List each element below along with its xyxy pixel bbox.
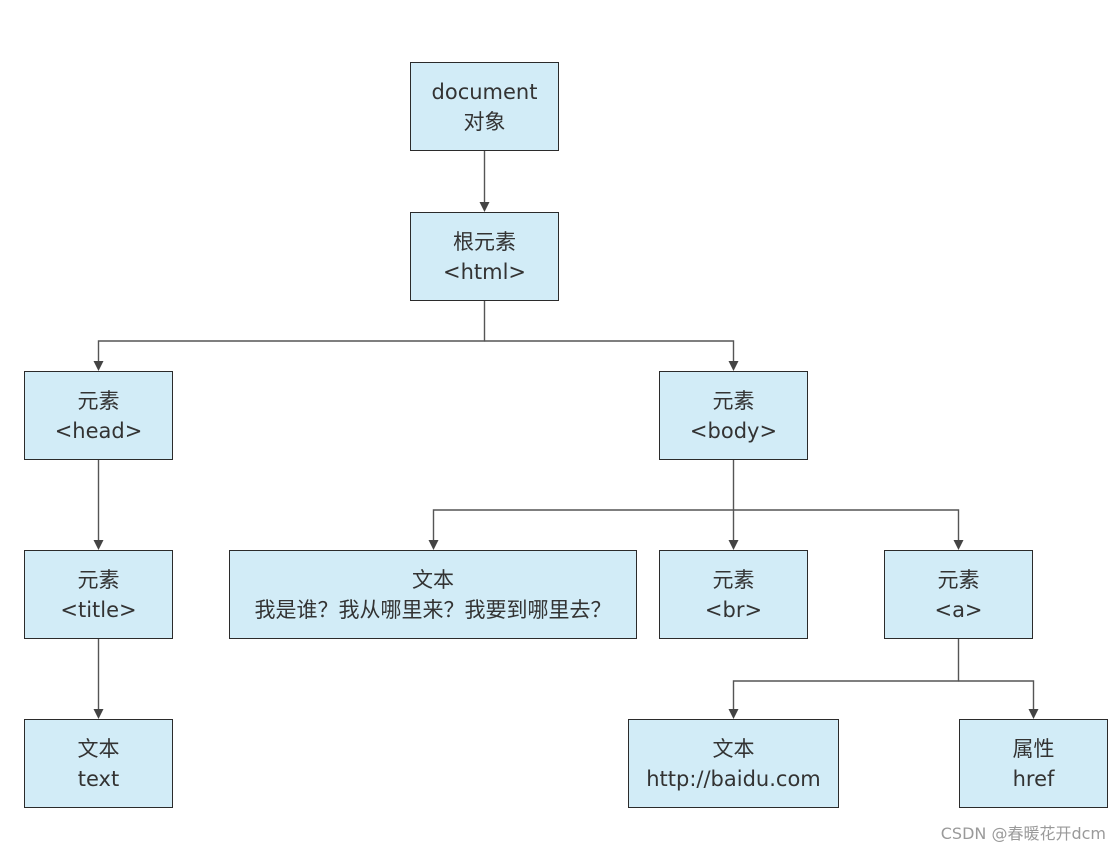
node-html: 根元素 <html> <box>410 212 559 301</box>
node-a-attribute-line2: href <box>1012 766 1055 791</box>
node-document-line1: document <box>431 79 538 104</box>
node-body-text-line2: 我是谁？我从哪里来？我要到哪里去？ <box>254 597 612 622</box>
node-br-line2: <br> <box>704 597 763 622</box>
node-a-attribute: 属性 href <box>959 719 1108 808</box>
node-a-line2: <a> <box>934 597 983 622</box>
node-html-line1: 根元素 <box>453 229 516 254</box>
node-title-line2: <title> <box>60 597 137 622</box>
node-title-text-line2: text <box>77 766 120 791</box>
node-body-text-line1: 文本 <box>412 567 454 592</box>
node-br-line1: 元素 <box>712 567 755 592</box>
node-a-text-line2: http://baidu.com <box>646 766 821 791</box>
edge-html-body <box>484 340 739 371</box>
watermark-text: CSDN @春暖花开dcm <box>940 824 1106 843</box>
node-a: 元素 <a> <box>884 550 1033 639</box>
node-document-line2: 对象 <box>463 109 506 134</box>
node-title-line1: 元素 <box>77 567 120 592</box>
node-body: 元素 <body> <box>659 371 808 460</box>
node-a-text: 文本 http://baidu.com <box>628 719 839 808</box>
node-title: 元素 <title> <box>24 550 173 639</box>
node-head-line1: 元素 <box>77 388 120 413</box>
node-a-attribute-line1: 属性 <box>1012 736 1055 761</box>
node-body-text: 文本 我是谁？我从哪里来？我要到哪里去？ <box>229 550 637 639</box>
node-title-text: 文本 text <box>24 719 173 808</box>
node-br: 元素 <br> <box>659 550 808 639</box>
node-head-line2: <head> <box>54 418 143 443</box>
edge-a-atext <box>728 639 960 719</box>
edge-html-branch <box>93 301 486 371</box>
edge-body-bodytext <box>428 509 734 550</box>
node-a-text-line1: 文本 <box>712 736 755 761</box>
node-head: 元素 <head> <box>24 371 173 460</box>
node-body-line1: 元素 <box>712 388 755 413</box>
node-body-line2: <body> <box>689 418 778 443</box>
edge-a-attr <box>958 680 1039 719</box>
node-html-line2: <html> <box>442 259 527 284</box>
node-title-text-line1: 文本 <box>77 736 120 761</box>
node-a-line1: 元素 <box>937 567 980 592</box>
edge-body-a <box>733 509 964 550</box>
node-document: document 对象 <box>410 62 559 151</box>
